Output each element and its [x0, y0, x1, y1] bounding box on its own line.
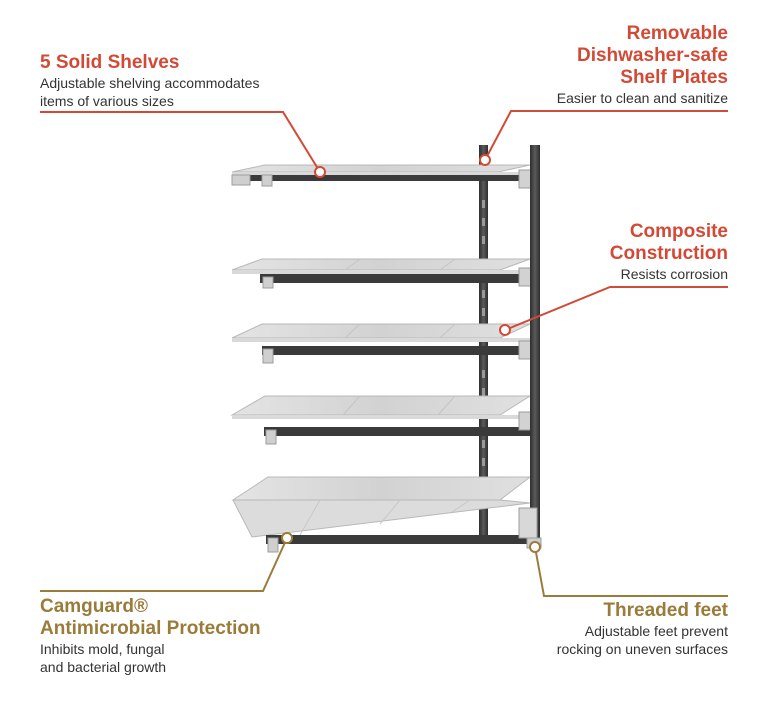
- callout-removable-plates-title-line-3: Shelf Plates: [620, 67, 728, 88]
- callout-camguard-title-line-1: Camguard®: [40, 596, 148, 617]
- marker-removable-plates: [479, 154, 491, 166]
- callout-camguard-desc-line-2: and bacterial growth: [40, 659, 167, 675]
- callout-composite-title-line-2: Construction: [609, 243, 728, 264]
- callout-camguard-title-line-2: Antimicrobial Protection: [40, 618, 261, 639]
- callout-camguard-desc-line-1: Inhibits mold, fungal: [40, 641, 165, 657]
- callout-removable-plates-title-line-2: Dishwasher-safe: [576, 45, 728, 66]
- callout-solid-shelves: 5 Solid Shelves Adjustable shelving acco…: [40, 52, 259, 110]
- callout-removable-plates-title-line-1: Removable: [626, 23, 728, 44]
- callout-composite-desc: Resists corrosion: [620, 266, 728, 282]
- leader-threaded-feet: [534, 546, 728, 597]
- shelf-5: [231, 476, 532, 553]
- back-post: [479, 145, 488, 540]
- callout-solid-shelves-title: 5 Solid Shelves: [40, 52, 180, 73]
- callout-solid-shelves-desc-line-1: Adjustable shelving accommodates: [40, 75, 260, 91]
- leader-removable-plates: [484, 110, 728, 161]
- callout-threaded-feet: Threaded feet Adjustable feet prevent ro…: [557, 600, 728, 658]
- marker-threaded-feet: [529, 541, 541, 553]
- callout-removable-plates-desc: Easier to clean and sanitize: [556, 90, 728, 106]
- leader-composite: [504, 286, 728, 331]
- shelf-2: [231, 258, 534, 289]
- marker-solid-shelves: [314, 166, 326, 178]
- callout-composite: Composite Construction Resists corrosion: [610, 221, 728, 283]
- shelf-3: [231, 323, 534, 364]
- callout-threaded-feet-desc-line-1: Adjustable feet prevent: [584, 623, 728, 639]
- marker-camguard: [281, 532, 293, 544]
- callout-threaded-feet-title: Threaded feet: [603, 600, 728, 621]
- leader-camguard: [40, 537, 288, 592]
- callout-removable-plates: Removable Dishwasher-safe Shelf Plates E…: [557, 23, 728, 107]
- callout-solid-shelves-desc-line-2: items of various sizes: [40, 93, 174, 109]
- callout-composite-title-line-1: Composite: [629, 221, 728, 242]
- marker-composite: [499, 324, 511, 336]
- leader-solid-shelves: [40, 111, 321, 173]
- callout-threaded-feet-desc-line-2: rocking on uneven surfaces: [556, 641, 728, 657]
- shelf-4: [230, 395, 534, 445]
- callout-camguard: Camguard® Antimicrobial Protection Inhib…: [40, 596, 261, 676]
